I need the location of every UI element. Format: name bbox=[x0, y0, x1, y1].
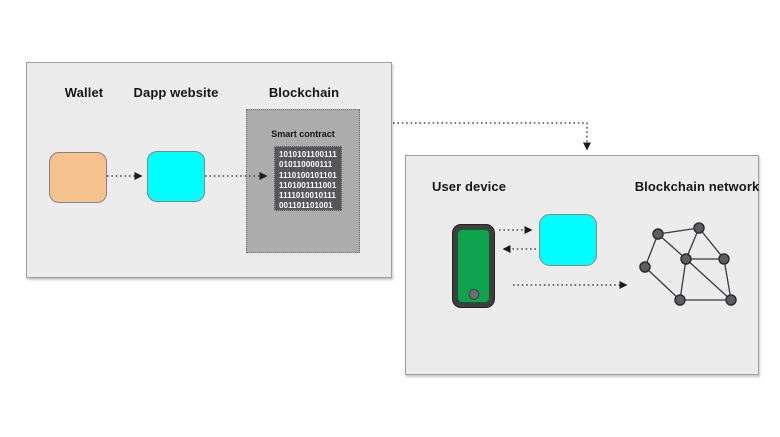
code-line: 010110000111 bbox=[279, 160, 333, 170]
code-line: 1010101100111 bbox=[279, 150, 337, 159]
blockchain-box: Smart contract 1010101100111 01011000011… bbox=[246, 109, 360, 253]
blockchain-network-label: Blockchain network bbox=[634, 179, 760, 194]
arrow-blockchain-to-device-panel bbox=[393, 122, 591, 151]
code-line: 001101101001 bbox=[279, 201, 333, 211]
blockchain-label: Blockchain bbox=[268, 85, 340, 100]
dapp-website-label: Dapp website bbox=[133, 85, 219, 100]
code-line: 1101001111001 bbox=[279, 180, 337, 190]
user-device-panel: User device Blockchain network bbox=[405, 155, 759, 375]
smartphone-icon bbox=[452, 224, 495, 308]
user-device-label: User device bbox=[431, 179, 507, 194]
code-line: 1110100101101 bbox=[279, 170, 337, 180]
wallet-label: Wallet bbox=[64, 85, 104, 100]
phone-screen bbox=[457, 229, 490, 303]
dapp-flow-panel: Wallet Dapp website Blockchain Smart con… bbox=[26, 62, 392, 278]
smart-contract-title: Smart contract bbox=[271, 129, 335, 139]
phone-home-button-icon bbox=[468, 289, 479, 300]
dapp-app-box bbox=[539, 214, 597, 266]
wallet-box bbox=[49, 152, 107, 203]
dapp-website-box bbox=[147, 151, 205, 202]
smart-contract-code: 1010101100111 010110000111 1110100101101… bbox=[274, 146, 342, 211]
code-line: 1111010010111 bbox=[279, 191, 336, 201]
